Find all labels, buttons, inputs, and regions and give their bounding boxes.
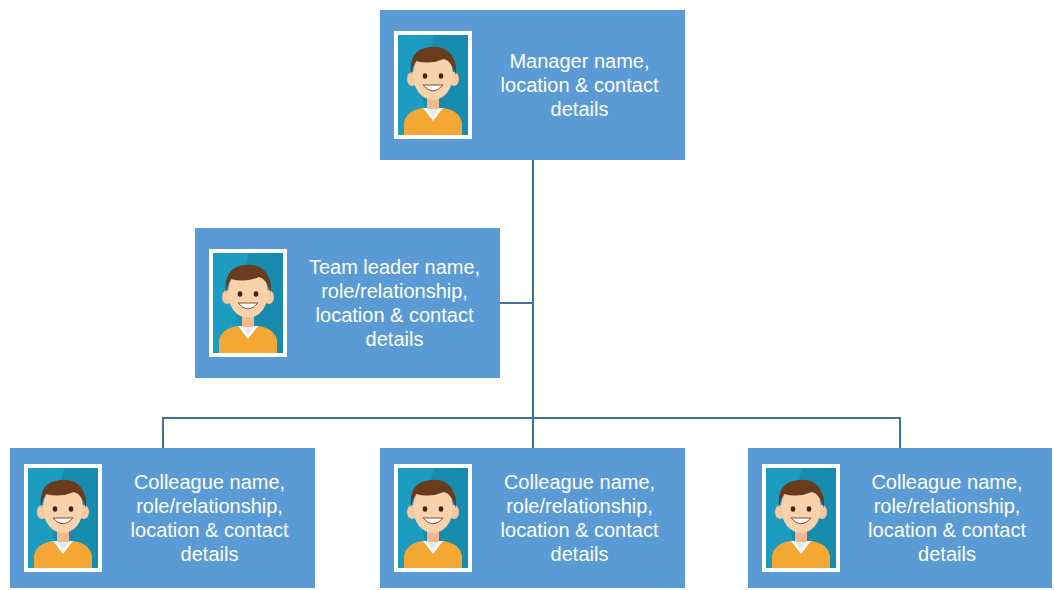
colleague-box: Colleague name, role/relationship, locat… [380,448,685,588]
manager-box: Manager name, location & contact details [380,10,685,160]
org-connector [533,160,900,448]
node-label: Colleague name, role/relationship, locat… [848,470,1046,566]
org-connector [500,160,533,303]
node-label: Colleague name, role/relationship, locat… [110,470,309,566]
node-label: Team leader name, role/relationship, loc… [295,255,494,351]
avatar-icon [209,249,287,357]
org-connector [163,160,533,448]
avatar-icon [762,464,840,572]
text-area: Colleague name, role/relationship, locat… [848,448,1046,588]
node-label: Manager name, location & contact details [480,49,679,121]
text-area: Colleague name, role/relationship, locat… [110,448,309,588]
avatar-icon [394,31,472,139]
colleague-box: Colleague name, role/relationship, locat… [10,448,315,588]
node-label: Colleague name, role/relationship, locat… [480,470,679,566]
colleague-box: Colleague name, role/relationship, locat… [748,448,1052,588]
team-leader-box: Team leader name, role/relationship, loc… [195,228,500,378]
text-area: Team leader name, role/relationship, loc… [295,228,494,378]
avatar-icon [24,464,102,572]
text-area: Manager name, location & contact details [480,10,679,160]
avatar-icon [394,464,472,572]
text-area: Colleague name, role/relationship, locat… [480,448,679,588]
